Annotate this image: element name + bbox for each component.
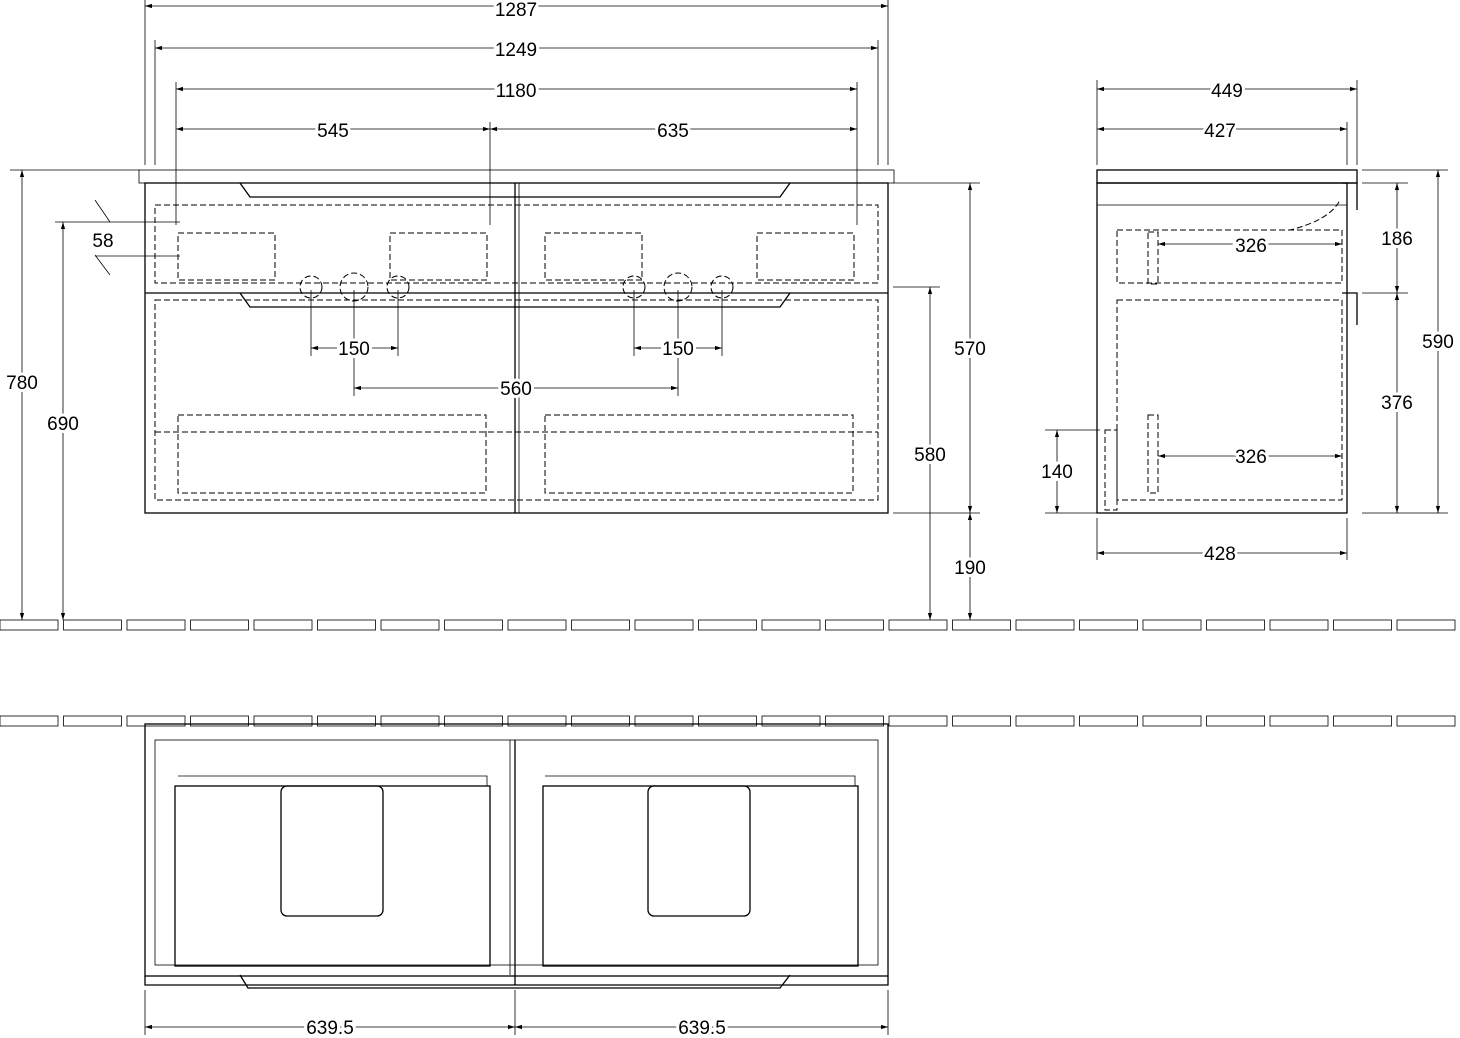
floor-tile — [1269, 619, 1329, 631]
dim-tap-spacing-right: 150 — [662, 339, 694, 360]
floor-tile — [1206, 715, 1265, 727]
floor-tile — [1269, 715, 1329, 727]
floor-tile — [1206, 619, 1265, 631]
floor-tile — [1142, 619, 1202, 631]
dim-cabinet-height: 570 — [954, 339, 986, 360]
tap-holes — [299, 272, 734, 302]
floor-tile — [825, 619, 884, 631]
floor-tile — [571, 715, 630, 727]
dim-side-overall-depth: 449 — [1211, 81, 1243, 102]
floor-tile — [1015, 619, 1075, 631]
dim-upper-drawer-depth: 326 — [1235, 236, 1267, 257]
dim-upper-drawer-height: 186 — [1381, 229, 1413, 250]
dim-front-overall-width: 1287 — [495, 0, 537, 21]
floor-tile — [1396, 619, 1456, 631]
floor-tile — [126, 715, 186, 727]
floor-tile — [126, 619, 186, 631]
floor-tile — [1079, 619, 1138, 631]
floor-tile — [634, 715, 694, 727]
floor-tile — [634, 619, 694, 631]
floor-tile — [0, 715, 59, 727]
floor-tile — [698, 619, 757, 631]
dim-front-left-offset: 545 — [317, 121, 349, 142]
floor-tile — [825, 715, 884, 727]
floor-tile — [888, 619, 948, 631]
floor-tile — [888, 715, 948, 727]
dim-plinth-height: 190 — [954, 558, 986, 579]
side-view — [1096, 169, 1358, 514]
floor-tile — [571, 619, 630, 631]
floor-tile — [698, 715, 757, 727]
floor-tile — [63, 715, 122, 727]
floor-tile — [317, 619, 376, 631]
floor-tile — [1079, 715, 1138, 727]
floor-tile — [1142, 715, 1202, 727]
floor-tile — [190, 619, 249, 631]
floor-tile — [0, 619, 59, 631]
dim-basin-spacing: 560 — [500, 379, 532, 400]
dim-total-height: 780 — [6, 373, 38, 394]
dim-siphon-height: 140 — [1041, 462, 1073, 483]
dim-side-body-depth: 427 — [1204, 121, 1236, 142]
floor-tile — [1333, 715, 1392, 727]
dim-front-body-width: 1249 — [495, 40, 537, 61]
dim-tap-spacing-left: 150 — [338, 339, 370, 360]
extension-line — [94, 199, 111, 223]
floor-tile — [507, 619, 567, 631]
floor-tile — [761, 619, 821, 631]
floor-tile — [1333, 619, 1392, 631]
dim-waste-height: 580 — [914, 445, 946, 466]
plan-view — [144, 723, 889, 989]
floor-tile — [190, 715, 249, 727]
dim-front-inner-width: 1180 — [496, 81, 537, 102]
floor-tile — [507, 715, 567, 727]
floor-tile — [444, 715, 503, 727]
floor-line-plan — [0, 715, 1456, 727]
floor-tile — [63, 619, 122, 631]
dim-front-right-offset: 635 — [657, 121, 689, 142]
dim-tap-drop: 58 — [92, 231, 113, 252]
dim-lower-drawer-height: 376 — [1381, 393, 1413, 414]
dim-plan-left-half: 639.5 — [306, 1018, 354, 1038]
floor-tile — [253, 619, 313, 631]
dim-tap-height: 690 — [47, 414, 79, 435]
floor-tile — [317, 715, 376, 727]
floor-tile — [380, 619, 440, 631]
floor-line-front — [0, 619, 1456, 631]
floor-tile — [253, 715, 313, 727]
dim-lower-drawer-depth: 326 — [1235, 447, 1267, 468]
dim-plan-right-half: 639.5 — [678, 1018, 726, 1038]
front-view — [138, 169, 895, 514]
floor-tile — [1396, 715, 1456, 727]
floor-tile — [380, 715, 440, 727]
floor-tile — [952, 619, 1011, 631]
floor-tile — [444, 619, 503, 631]
floor-tile — [952, 715, 1011, 727]
floor-tile — [761, 715, 821, 727]
floor-tile — [1015, 715, 1075, 727]
dim-side-total-height: 590 — [1422, 332, 1454, 353]
extension-line — [94, 254, 111, 276]
dim-side-base-depth: 428 — [1204, 544, 1236, 565]
dimension-labels: 1287 1249 1180 545 635 58 780 690 150 15… — [3, 0, 1457, 1038]
